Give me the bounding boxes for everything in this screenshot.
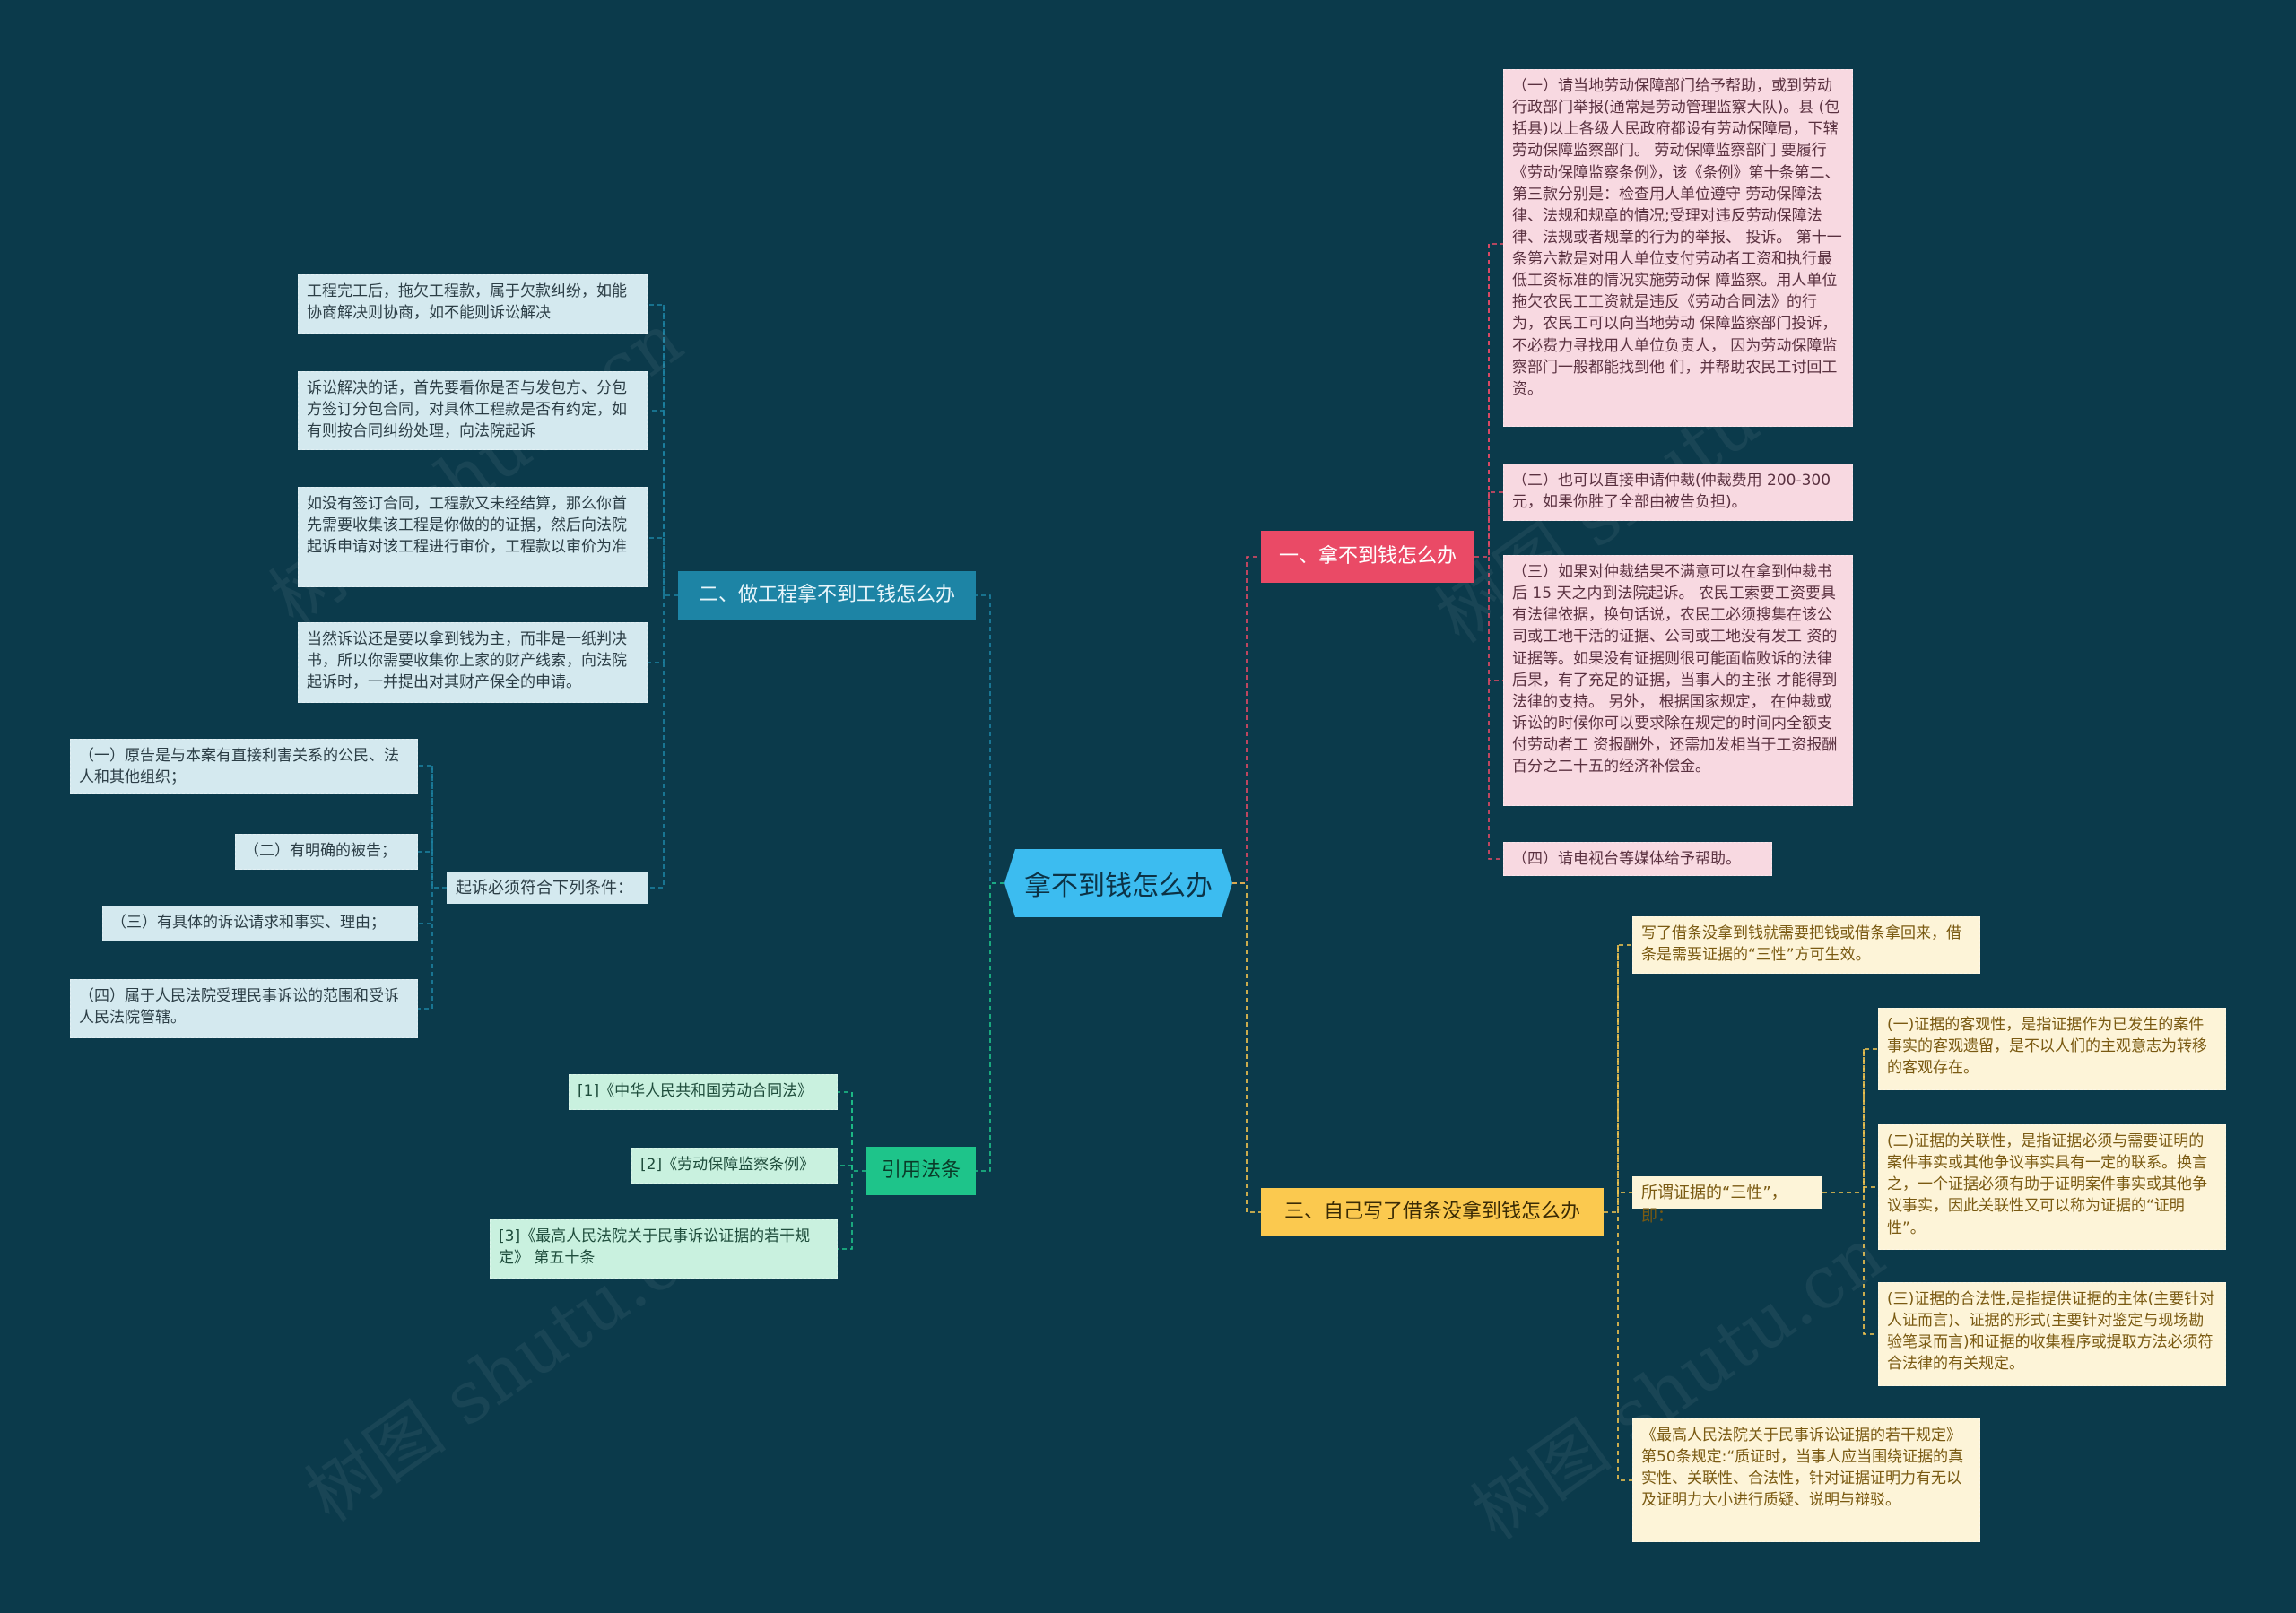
branch-2-leaf-2[interactable]: 诉讼解决的话，首先要看你是否与发包方、分包方签订分包合同，对具体工程款是否有约定…: [298, 371, 648, 450]
branch-1-leaf-1[interactable]: （一）请当地劳动保障部门给予帮助，或到劳动行政部门举报(通常是劳动管理监察大队)…: [1503, 69, 1853, 427]
branch-1-node[interactable]: 一、拿不到钱怎么办: [1261, 531, 1474, 583]
branch-1-leaf-4[interactable]: （四）请电视台等媒体给予帮助。: [1503, 842, 1772, 876]
branch-2-sub-leaf-3[interactable]: （三）有具体的诉讼请求和事实、理由；: [102, 906, 418, 941]
branch-1-leaf-3[interactable]: （三）如果对仲裁结果不满意可以在拿到仲裁书后 15 天之内到法院起诉。 农民工索…: [1503, 555, 1853, 806]
branch-3-intro[interactable]: 写了借条没拿到钱就需要把钱或借条拿回来，借条是需要证据的“三性”方可生效。: [1632, 916, 1980, 974]
branch-3-sub-leaf-1[interactable]: (一)证据的客观性，是指证据作为已发生的案件事实的客观遗留，是不以人们的主观意志…: [1878, 1008, 2226, 1090]
root-node[interactable]: 拿不到钱怎么办: [1004, 849, 1232, 917]
branch-4-node[interactable]: 引用法条: [866, 1147, 976, 1195]
branch-3-sub-leaf-2[interactable]: (二)证据的关联性，是指证据必须与需要证明的案件事实或其他争议事实具有一定的联系…: [1878, 1124, 2226, 1250]
branch-2-sub-leaf-1[interactable]: （一）原告是与本案有直接利害关系的公民、法人和其他组织；: [70, 739, 418, 794]
branch-1-leaf-2[interactable]: （二）也可以直接申请仲裁(仲裁费用 200-300 元，如果你胜了全部由被告负担…: [1503, 464, 1853, 521]
branch-3-sub-label[interactable]: 所谓证据的“三性”，即：: [1632, 1176, 1822, 1226]
branch-2-sub-leaf-2[interactable]: （二）有明确的被告；: [235, 834, 418, 870]
branch-2-leaf-3[interactable]: 如没有签订合同，工程款又未经结算，那么你首先需要收集该工程是你做的的证据，然后向…: [298, 487, 648, 587]
branch-3-sub-leaf-3[interactable]: (三)证据的合法性,是指提供证据的主体(主要针对人证而言)、证据的形式(主要针对…: [1878, 1282, 2226, 1386]
branch-2-leaf-4[interactable]: 当然诉讼还是要以拿到钱为主，而非是一纸判决书，所以你需要收集你上家的财产线索，向…: [298, 622, 648, 703]
branch-3-outro[interactable]: 《最高人民法院关于民事诉讼证据的若干规定》第50条规定:“质证时，当事人应当围绕…: [1632, 1418, 1980, 1542]
branch-4-leaf-1[interactable]: [1]《中华人民共和国劳动合同法》: [569, 1074, 838, 1110]
branch-2-sub-leaf-4[interactable]: （四）属于人民法院受理民事诉讼的范围和受诉人民法院管辖。: [70, 979, 418, 1038]
branch-4-leaf-3[interactable]: [3]《最高人民法院关于民事诉讼证据的若干规定》 第五十条: [490, 1219, 838, 1279]
branch-2-sub-label[interactable]: 起诉必须符合下列条件：: [447, 872, 648, 904]
branch-2-leaf-1[interactable]: 工程完工后，拖欠工程款，属于欠款纠纷，如能协商解决则协商，如不能则诉讼解决: [298, 274, 648, 334]
branch-2-node[interactable]: 二、做工程拿不到工钱怎么办: [678, 571, 976, 620]
branch-3-node[interactable]: 三、自己写了借条没拿到钱怎么办: [1261, 1188, 1604, 1236]
branch-4-leaf-2[interactable]: [2]《劳动保障监察条例》: [631, 1148, 838, 1184]
